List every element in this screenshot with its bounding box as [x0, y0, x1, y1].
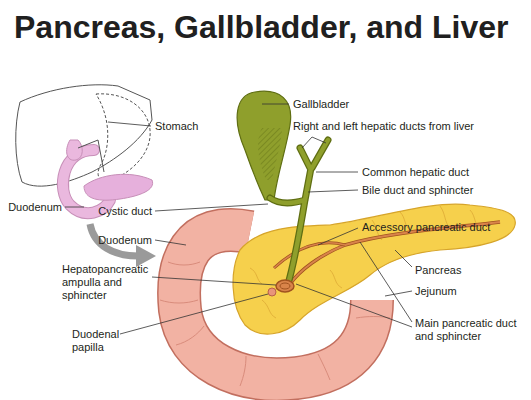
gallbladder-interior — [258, 128, 282, 180]
leader-line — [65, 207, 84, 208]
leader-line — [152, 277, 276, 285]
inset-ducts — [78, 140, 104, 172]
duodenum-fold — [160, 300, 198, 303]
part-label: Main pancreatic duct and sphincter — [415, 317, 520, 343]
part-label: Common hepatic duct — [362, 166, 469, 179]
duodenal-papilla — [268, 288, 276, 296]
duodenum-fold — [318, 354, 330, 380]
part-label: Stomach — [155, 120, 198, 133]
leader-line — [316, 172, 358, 173]
part-label: Pancreas — [415, 264, 461, 277]
main-pancreatic-duct-core — [290, 222, 500, 284]
bile-ducts-edge — [270, 140, 328, 284]
leader-line — [296, 242, 412, 327]
leader-line — [308, 190, 358, 192]
duodenum-fold — [168, 262, 200, 265]
gallbladder — [237, 91, 291, 200]
leader-line — [155, 204, 268, 211]
leader-line — [318, 228, 358, 245]
inset-pancreas — [84, 174, 153, 200]
inset-liver — [16, 85, 152, 186]
part-label: Duodenal papilla — [72, 328, 132, 354]
bile-ducts — [270, 140, 328, 284]
inset-stomach — [96, 94, 150, 182]
accessory-pancreatic-duct — [274, 243, 345, 268]
leader-line — [108, 122, 151, 126]
leader-line — [155, 240, 186, 245]
ampulla-sphincter — [276, 280, 294, 292]
leader-line — [302, 137, 326, 148]
part-label: Gallbladder — [293, 98, 349, 111]
accessory-pancreatic-duct-core — [274, 243, 345, 268]
main-pancreatic-duct — [290, 222, 500, 284]
part-label: Duodenum — [98, 234, 152, 247]
part-label: Cystic duct — [98, 205, 152, 218]
leader-line — [395, 250, 412, 267]
part-label: Duodenum — [8, 201, 62, 214]
leader-lines — [65, 104, 412, 334]
leader-line — [385, 291, 412, 296]
duodenum-fold — [176, 326, 204, 345]
pancreas — [233, 204, 515, 334]
part-label: Accessory pancreatic duct — [362, 221, 490, 234]
leader-line — [262, 104, 289, 105]
duodenum-fold — [240, 356, 246, 386]
title: Pancreas, Gallbladder, and Liver — [14, 8, 508, 46]
part-label: Bile duct and sphincter — [362, 184, 473, 197]
inset-gallbladder — [67, 140, 83, 160]
ampulla-ring — [280, 283, 290, 289]
part-label: Right and left hepatic ducts from liver — [293, 120, 518, 133]
part-label: Hepatopancreatic ampulla and sphincter — [62, 263, 152, 302]
leader-line — [120, 294, 268, 334]
part-label: Jejunum — [415, 285, 457, 298]
